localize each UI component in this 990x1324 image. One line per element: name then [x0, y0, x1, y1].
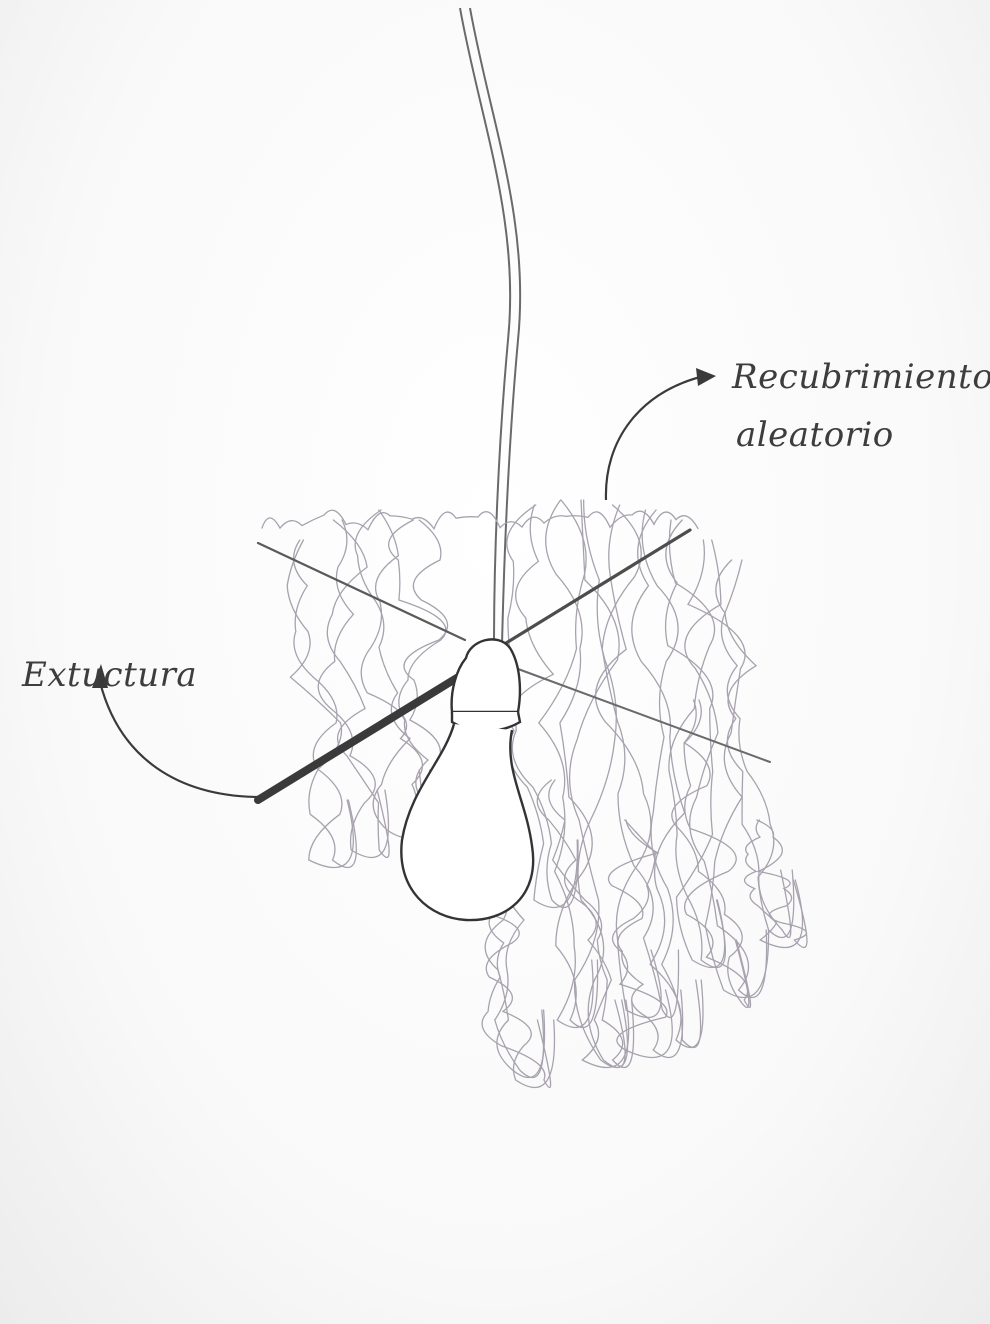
covering-strand — [642, 510, 700, 1048]
covering-label-line1: Recubrimiento — [732, 360, 990, 394]
covering-strand — [632, 510, 703, 1048]
covering-callout-arrow — [606, 368, 716, 500]
covering-strand — [287, 540, 356, 868]
structure-label: Extuctura — [22, 658, 197, 692]
covering-label-line2: aleatorio — [736, 418, 894, 452]
covering-strand — [757, 820, 807, 948]
covering-strand — [355, 510, 430, 838]
covering-strand — [716, 560, 794, 938]
covering-strand — [602, 505, 678, 1018]
light-bulb — [401, 639, 533, 920]
hanging-cable — [460, 8, 520, 645]
covering-strand — [546, 500, 598, 1028]
covering-strand — [361, 510, 423, 838]
random-covering — [262, 500, 807, 1088]
